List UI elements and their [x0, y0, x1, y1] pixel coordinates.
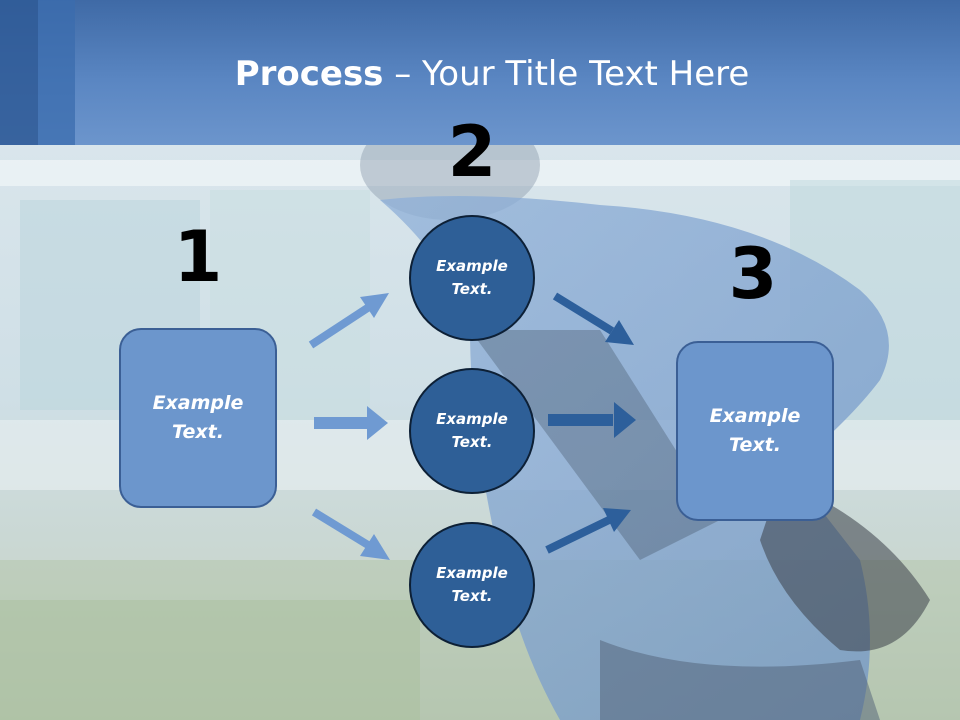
- step-number-1: 1: [173, 216, 223, 298]
- arrow-from-top-circle: [552, 292, 634, 345]
- arrow-to-middle-circle: [314, 406, 388, 440]
- arrow-from-middle-circle: [548, 402, 636, 438]
- step-1-box: Example Text.: [119, 328, 277, 508]
- circle-middle-text: Example Text.: [436, 410, 508, 451]
- step-3-box: Example Text.: [676, 341, 834, 521]
- arrow-to-top-circle: [308, 293, 389, 349]
- circle-top-text: Example Text.: [436, 257, 508, 298]
- header-accent-stripe: [38, 0, 75, 145]
- arrow-to-bottom-circle: [311, 508, 390, 560]
- header-accent-stripe: [0, 0, 38, 145]
- step-number-2: 2: [447, 111, 497, 193]
- step-3-text: Example Text.: [709, 405, 801, 456]
- slide-title: Process – Your Title Text Here: [0, 52, 960, 96]
- step-number-3: 3: [728, 233, 778, 315]
- arrow-from-bottom-circle: [545, 508, 631, 554]
- title-bold: Process: [234, 54, 384, 94]
- step-1-text: Example Text.: [152, 392, 244, 443]
- step-2-circle-bottom: Example Text.: [409, 522, 535, 648]
- step-2-circle-middle: Example Text.: [409, 368, 535, 494]
- title-rest: – Your Title Text Here: [383, 54, 750, 94]
- circle-bottom-text: Example Text.: [436, 564, 508, 605]
- step-2-circle-top: Example Text.: [409, 215, 535, 341]
- header-bar: Process – Your Title Text Here: [0, 0, 960, 145]
